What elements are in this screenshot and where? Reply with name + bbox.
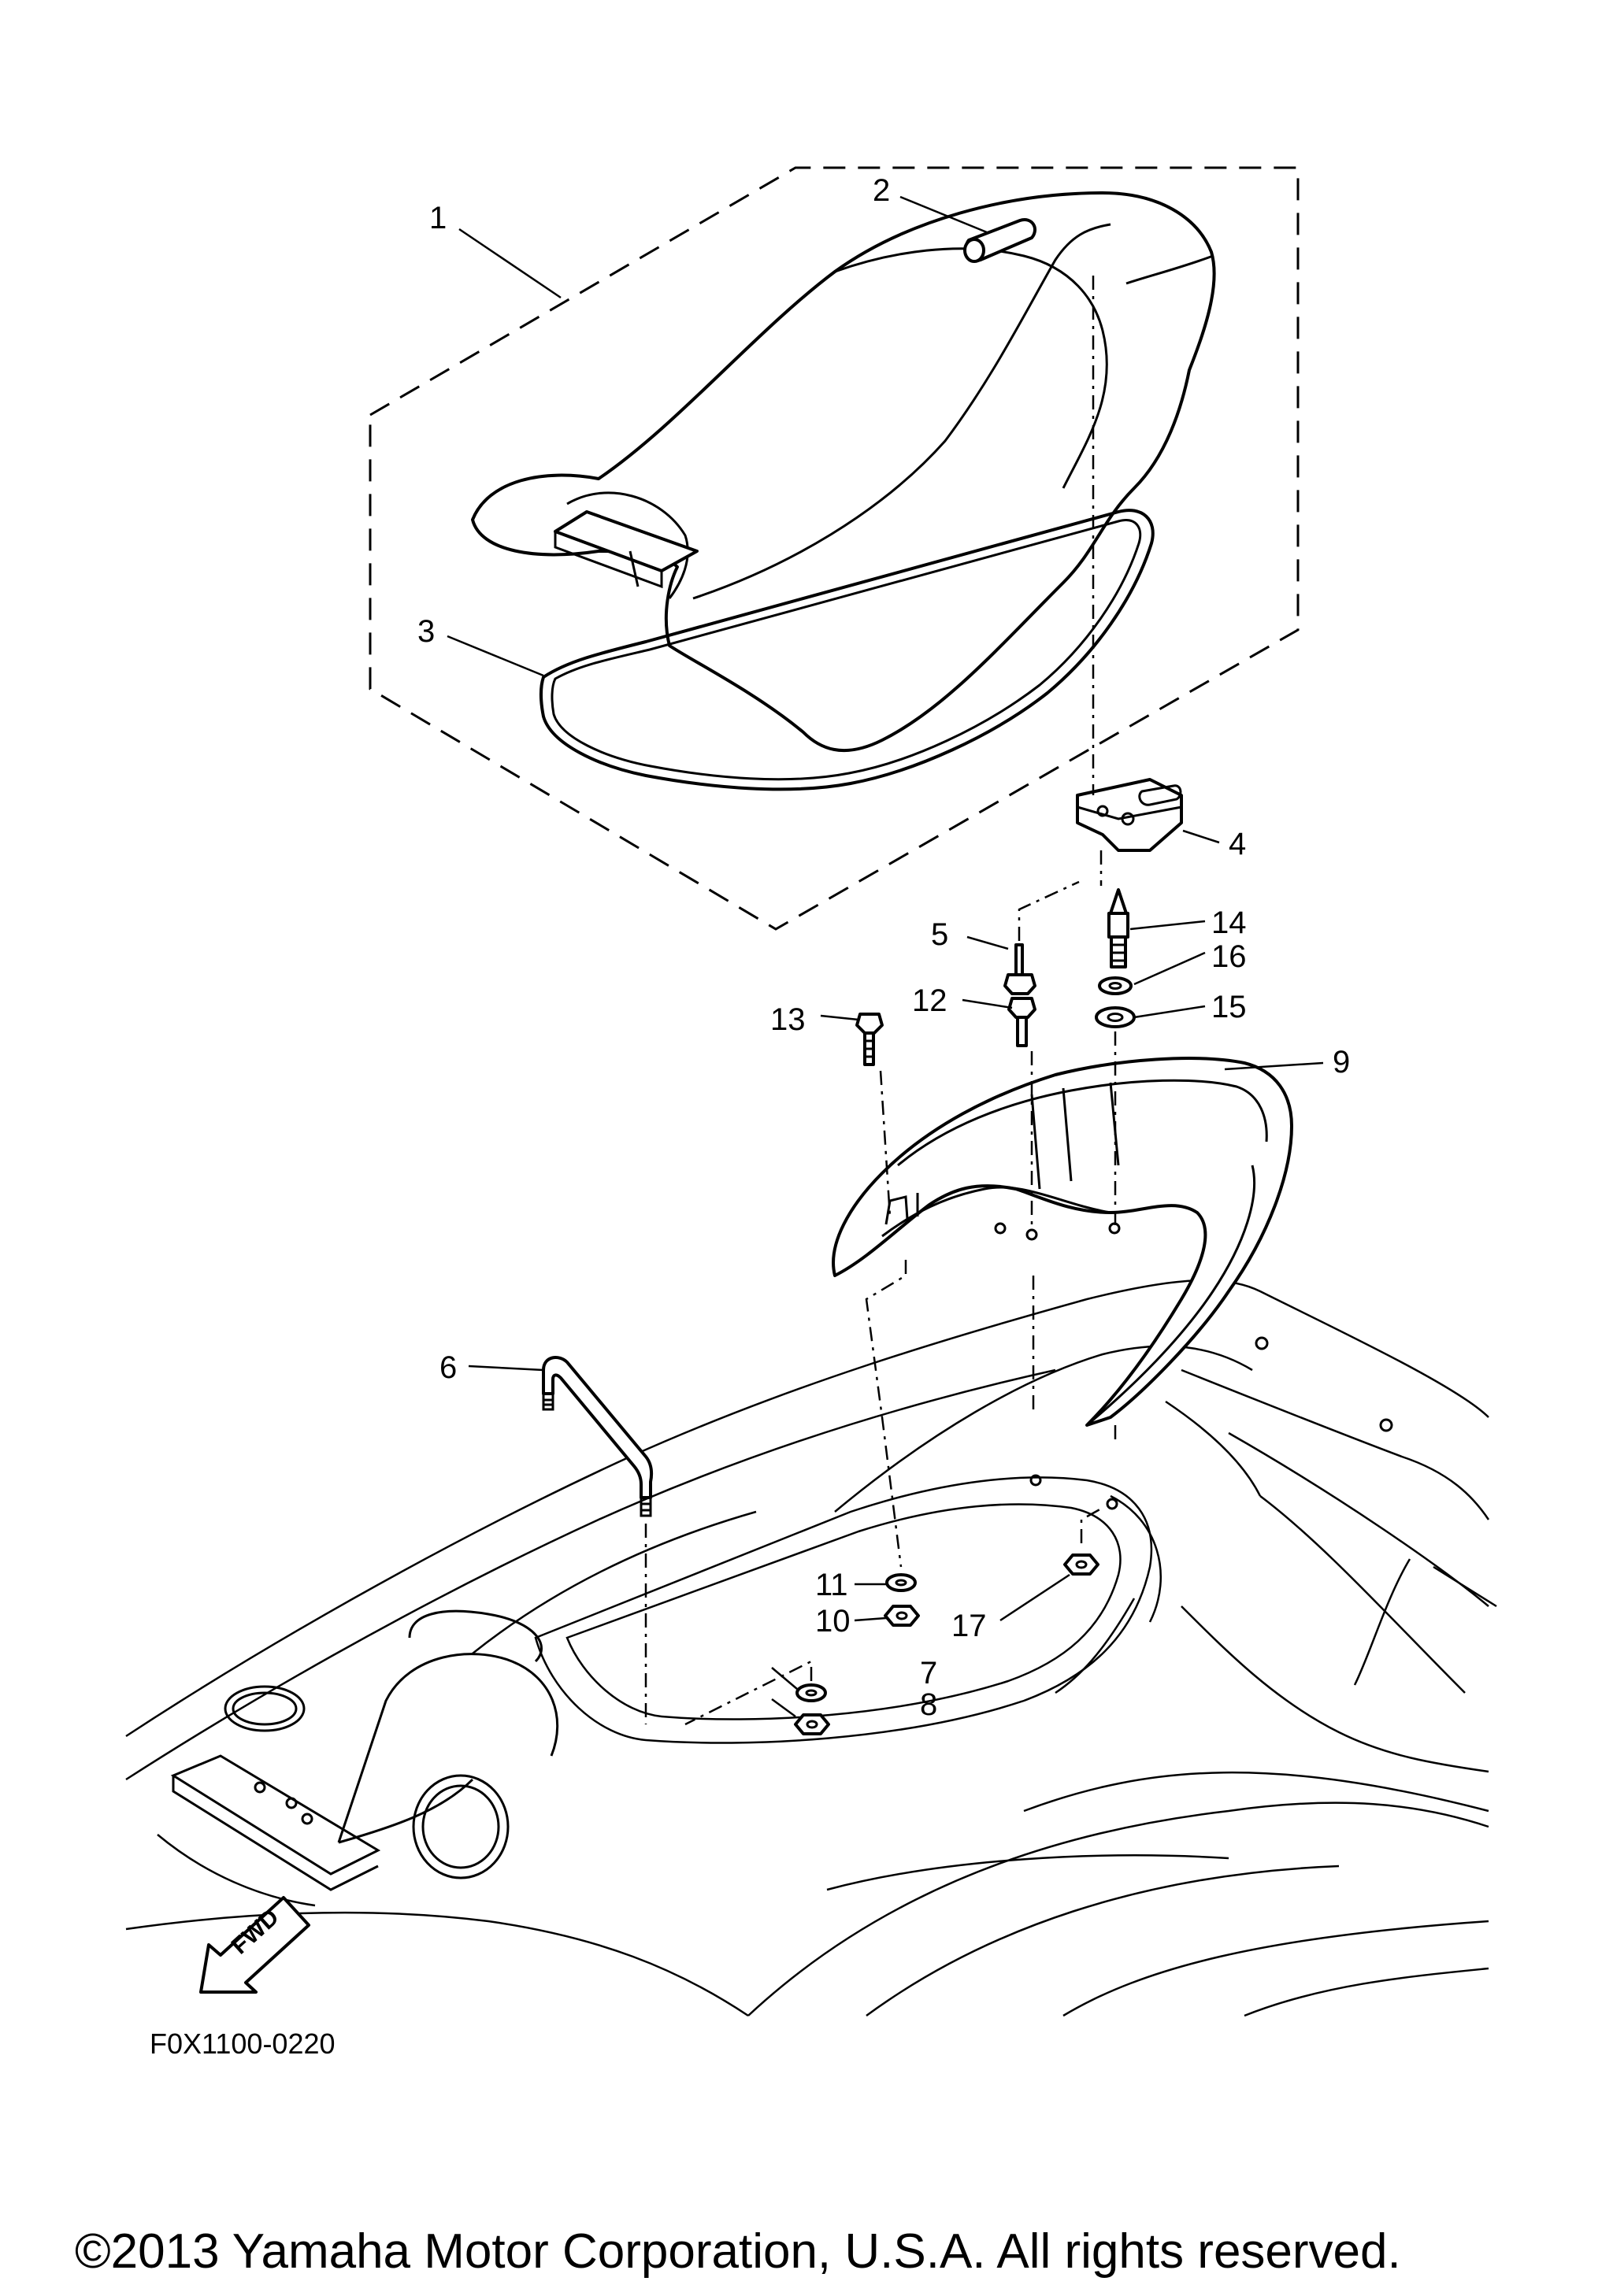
bolt-12 (1007, 997, 1036, 1047)
callout-2: 2 (873, 173, 890, 208)
callout-12: 12 (912, 983, 947, 1018)
callout-4: 4 (1229, 827, 1246, 861)
washer-11 (885, 1573, 917, 1592)
nut-8 (794, 1713, 830, 1735)
u-handle-6 (542, 1356, 654, 1517)
seat-knob-2 (963, 218, 1036, 263)
seat-assembly-boundary (369, 166, 1300, 931)
nut-10 (884, 1605, 920, 1627)
washer-7 (795, 1683, 827, 1702)
callout-1: 1 (429, 201, 447, 235)
callout-3: 3 (417, 614, 435, 649)
drawing-code: F0X1100-0220 (150, 2028, 336, 2060)
callout-8: 8 (920, 1687, 937, 1722)
washer-15 (1095, 1006, 1136, 1028)
striker-bolt-14 (1107, 888, 1129, 968)
nut-17 (1063, 1554, 1099, 1576)
callout-13: 13 (770, 1002, 806, 1037)
callout-7: 7 (920, 1656, 937, 1691)
callout-16: 16 (1211, 939, 1247, 974)
grab-handle-9 (832, 1057, 1293, 1427)
assembly-axis-lines (644, 276, 1117, 1726)
seat-lock-bracket-4 (1076, 778, 1183, 852)
callout-17: 17 (951, 1609, 987, 1643)
callout-11: 11 (815, 1568, 848, 1602)
seat-cushion (471, 191, 1216, 753)
callout-labels: 1 2 3 4 5 6 7 8 9 10 11 12 13 14 15 16 1… (417, 173, 1350, 1722)
callout-14: 14 (1211, 905, 1247, 940)
washer-16 (1098, 976, 1133, 995)
seat-seal-3 (540, 509, 1155, 791)
callout-10: 10 (815, 1604, 851, 1639)
forward-direction-arrow: FWD (199, 1896, 310, 1994)
bolt-5 (1003, 943, 1036, 995)
callout-9: 9 (1333, 1045, 1350, 1079)
leader-lines (447, 195, 1324, 1718)
callout-5: 5 (931, 917, 948, 952)
bolt-13 (855, 1013, 884, 1066)
hull-deck-outline (125, 1279, 1497, 2017)
callout-6: 6 (439, 1350, 457, 1385)
callout-15: 15 (1211, 990, 1247, 1024)
copyright-notice: ©2013 Yamaha Motor Corporation, U.S.A. A… (75, 2224, 1401, 2279)
